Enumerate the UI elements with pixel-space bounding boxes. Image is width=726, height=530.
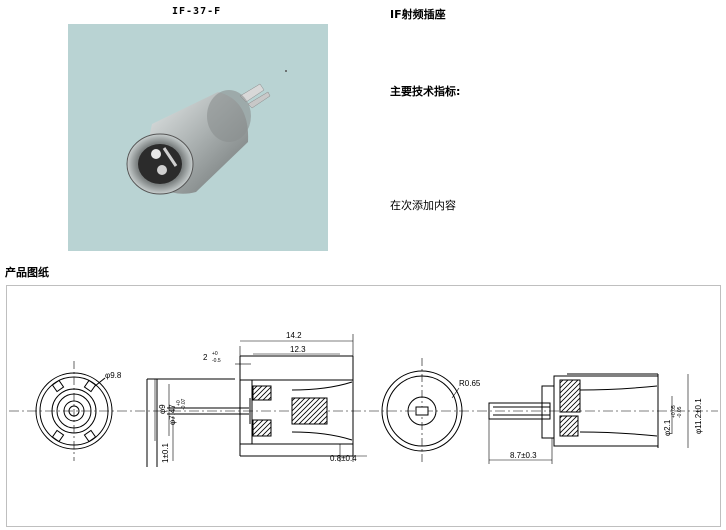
dim-d98: φ9.8 [105, 371, 122, 380]
dim-d74: φ7.47 [168, 404, 177, 425]
model-title: IF-37-F [172, 6, 222, 17]
dim-r065: R0.65 [459, 379, 481, 388]
dim-l08: 0.8±0.4 [330, 454, 357, 463]
product-name: IF射频插座 [390, 8, 446, 21]
dim-tol-sup: +0 [212, 351, 218, 357]
spec-heading: 主要技术指标: [390, 85, 461, 98]
dim-d112: φ11.2±0.1 [694, 398, 703, 434]
dim-d21: φ2.1 [663, 419, 672, 436]
product-photo [68, 24, 328, 251]
drawing-frame: φ9.8 14.2 12.3 2 +0 -0.5 φ9 φ7.47 +0 -0.… [6, 285, 721, 527]
dim-tol-sub: -0.5 [212, 358, 221, 364]
dim-tol-l: 2 [203, 353, 208, 362]
dim-l123: 12.3 [290, 345, 306, 354]
dim-d74-tol-sub: -0.07 [181, 398, 187, 410]
dim-d9: φ9 [158, 404, 167, 414]
dim-l87: 8.7±0.3 [510, 451, 537, 460]
drawing-section-title: 产品图纸 [5, 266, 49, 279]
dim-d21-tol-sup: +0.05 [671, 405, 677, 418]
placeholder-text: 在次添加内容 [390, 199, 456, 212]
dim-d21-tol-sub: -0.05 [677, 406, 683, 418]
dim-d74-tol-sup: +0 [176, 400, 182, 406]
dim-l142: 14.2 [286, 331, 302, 340]
technical-drawing: φ9.8 14.2 12.3 2 +0 -0.5 φ9 φ7.47 +0 -0.… [9, 331, 718, 467]
dim-h1: 1±0.1 [161, 442, 170, 463]
connector-photo-illustration [126, 70, 287, 195]
